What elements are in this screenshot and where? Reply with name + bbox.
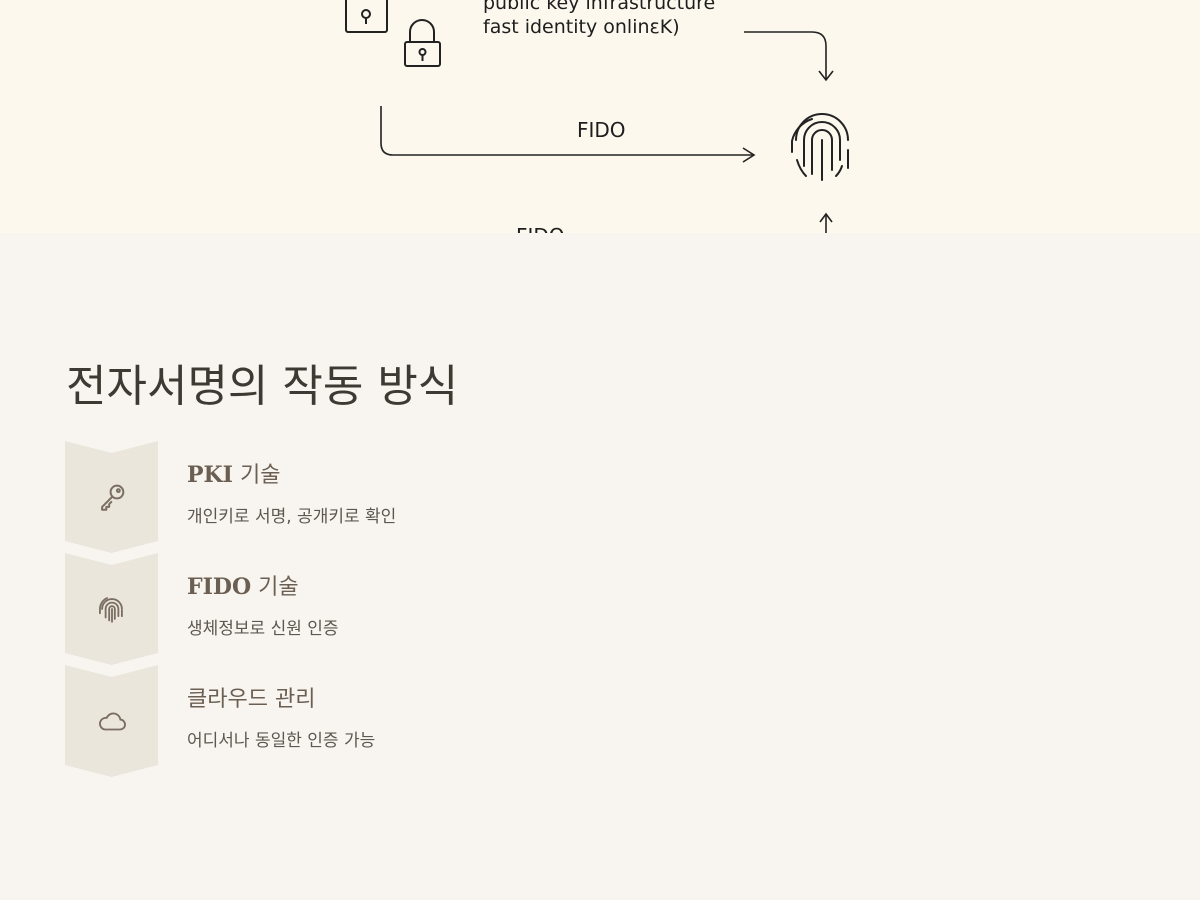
diagram-pki-text: public key infrastructure [483,0,716,14]
step-title: 클라우드 관리 [187,681,315,713]
arrow-fido [380,106,756,163]
arrow-down-right [744,31,834,82]
step-pki: PKI 기술 개인키로 서명, 공개키로 확인 [65,441,1065,553]
step-chevron [65,665,158,777]
step-title-rest: 기술 [251,575,299,600]
step-title-latin: PKI [187,462,233,488]
step-description: 어디서나 동일한 인증 가능 [187,731,376,751]
step-title-rest: 기술 [232,463,281,488]
key-icon [101,484,125,511]
step-cloud: 클라우드 관리 어디서나 동일한 인증 가능 [65,665,1065,777]
step-title-latin: FIDO [187,574,252,600]
step-title-rest: 클라우드 관리 [187,687,316,712]
cloud-icon [99,712,126,731]
diagram-fido-cut-label: FIDO [516,224,565,233]
arrow-up [819,212,833,233]
step-title: PKI 기술 [187,457,280,489]
step-chevron [65,553,158,665]
diagram-graphics [345,0,849,233]
step-chevron [65,441,158,553]
step-fido: FIDO 기술 생체정보로 신원 인증 [65,553,1065,665]
diagram-fido-long-text: fast identity onlinεK) [483,16,680,38]
fingerprint-icon [99,597,123,623]
section-title: 전자서명의 작동 방식 [66,361,459,412]
illustration-diagram: public key infrastructure fast identity … [0,0,1200,233]
step-description: 생체정보로 신원 인증 [187,619,339,639]
keyhole-box-icon [345,0,388,33]
fingerprint-icon [791,113,849,181]
diagram-fido-label: FIDO [577,118,626,142]
step-description: 개인키로 서명, 공개키로 확인 [187,507,397,527]
step-title: FIDO 기술 [187,569,299,601]
padlock-icon [404,19,441,67]
